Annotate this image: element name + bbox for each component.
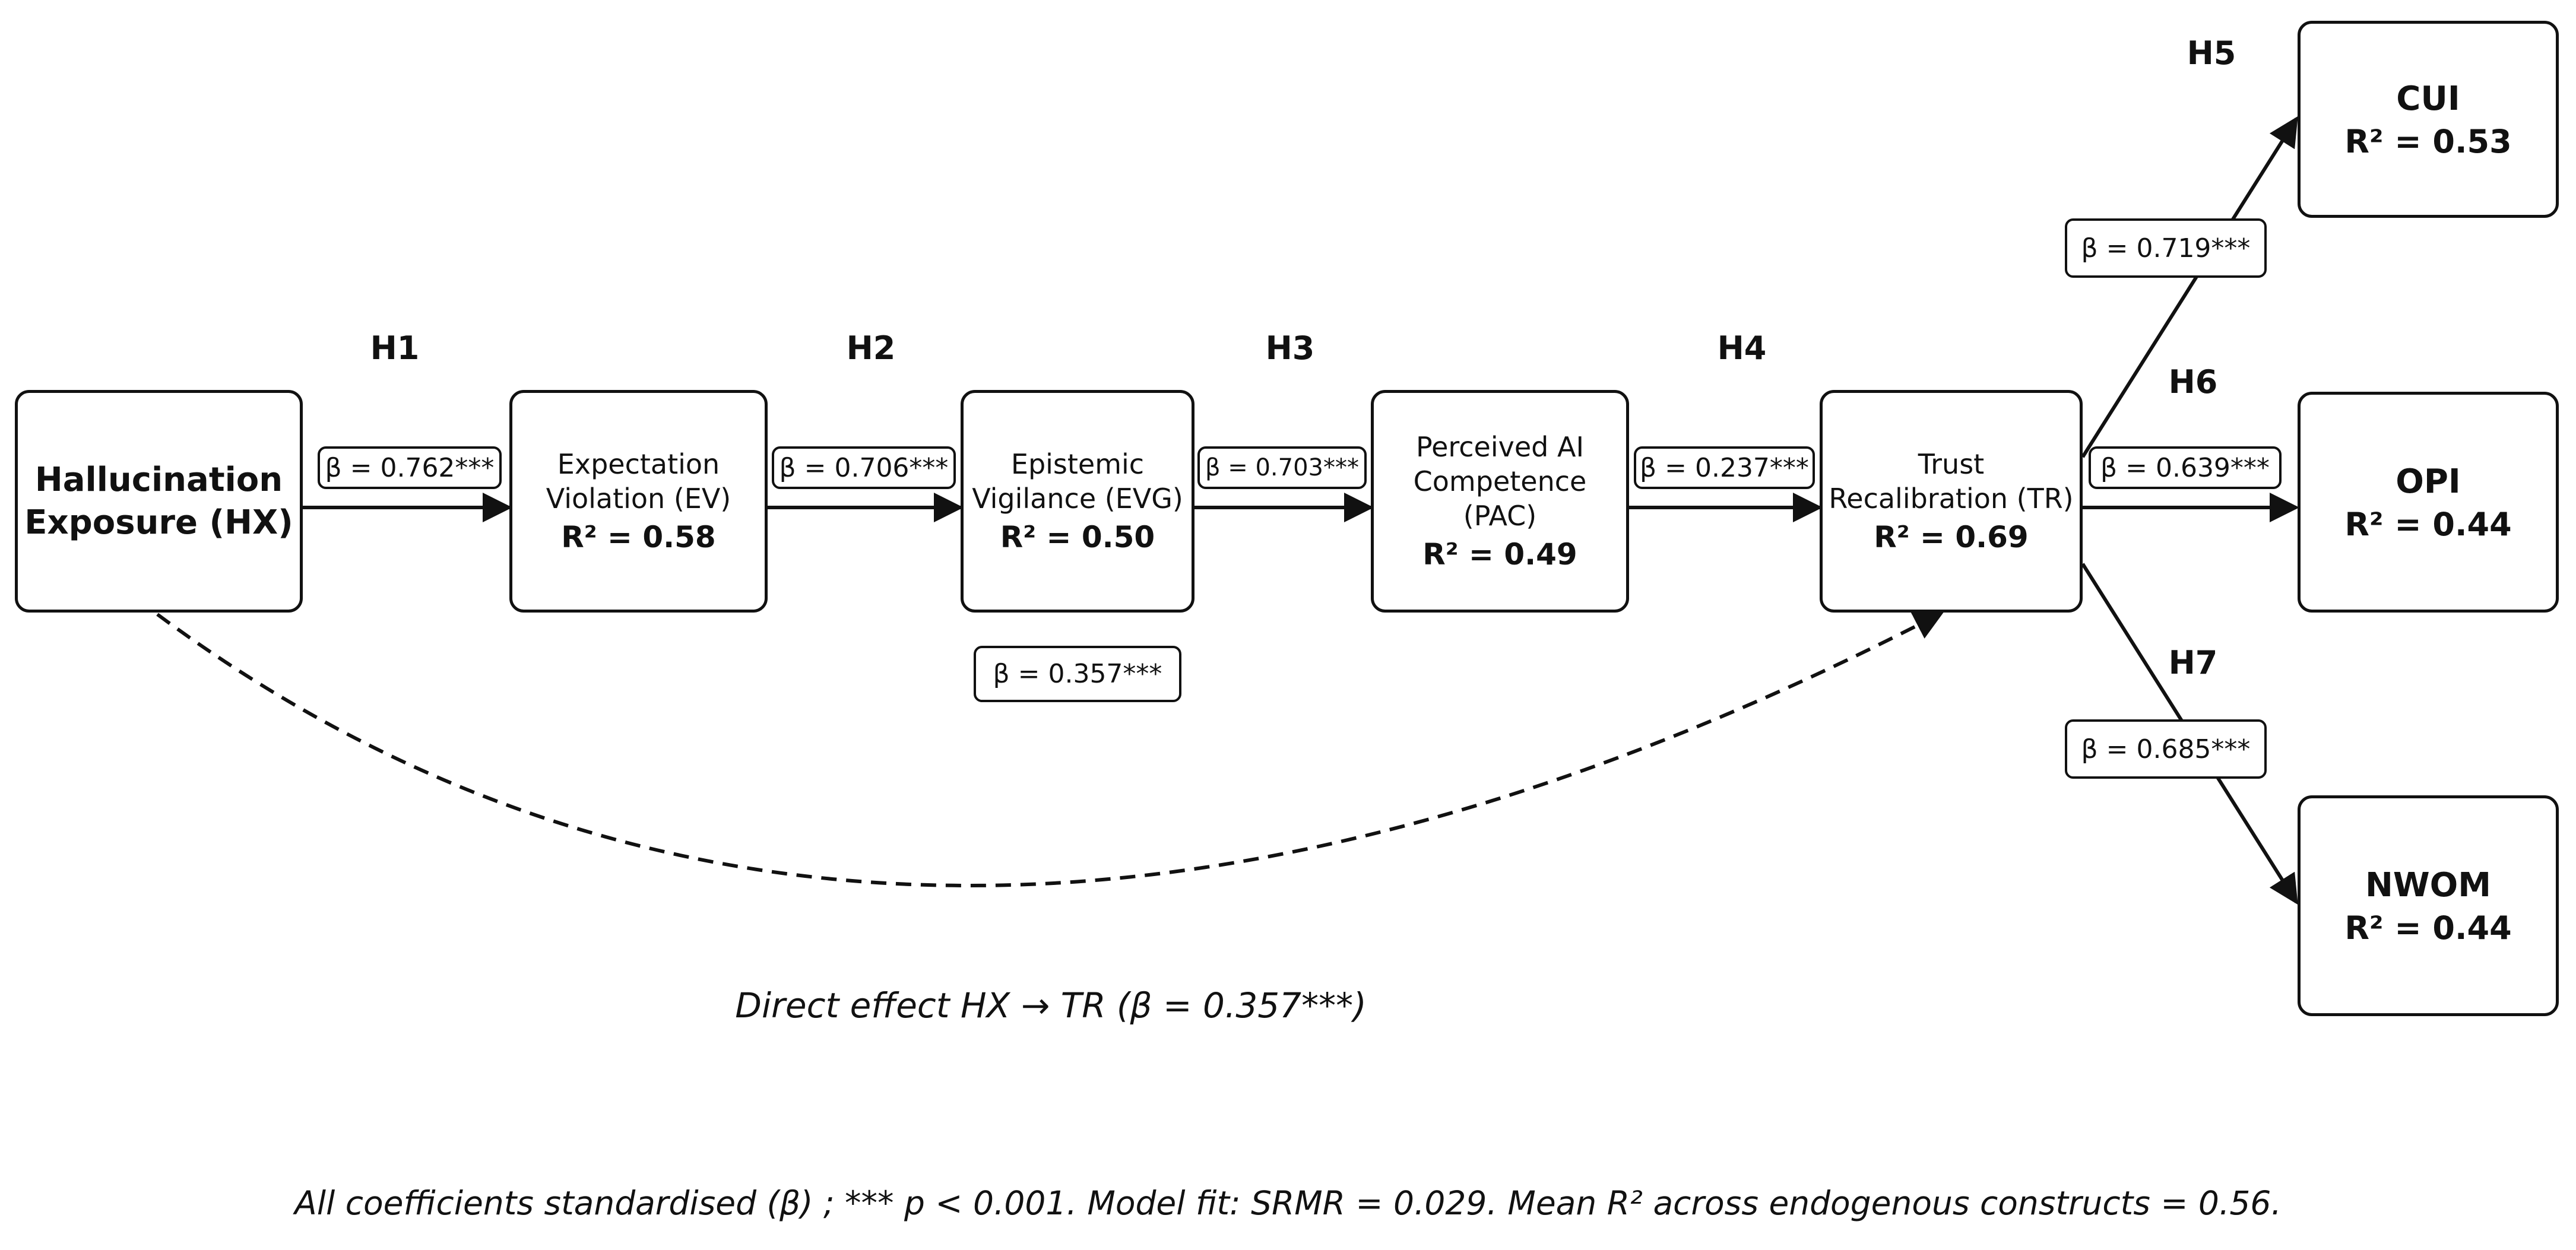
- node-ev-name-line2: Violation (EV): [546, 482, 731, 515]
- node-opi: OPI R² = 0.44: [2298, 392, 2559, 613]
- hypothesis-label-h3: H3: [1265, 329, 1315, 367]
- node-nwom-r2: R² = 0.44: [2344, 909, 2512, 947]
- node-hx: Hallucination Exposure (HX): [15, 390, 303, 613]
- coefficient-h1: β = 0.762***: [318, 446, 502, 489]
- node-hx-name-line2: Exposure (HX): [24, 503, 293, 542]
- hypothesis-label-h4: H4: [1717, 329, 1767, 367]
- node-evg-name-line2: Vigilance (EVG): [972, 482, 1183, 515]
- hypothesis-label-h7: H7: [2168, 644, 2218, 681]
- node-tr-name-line1: Trust: [1918, 448, 1985, 480]
- arrow-direct-hx-tr: [156, 611, 1944, 887]
- coefficient-h2: β = 0.706***: [772, 446, 956, 489]
- node-opi-r2: R² = 0.44: [2344, 506, 2512, 543]
- node-tr-r2: R² = 0.69: [1874, 519, 2029, 554]
- node-opi-name: OPI: [2396, 462, 2461, 501]
- node-cui: CUI R² = 0.53: [2298, 21, 2559, 218]
- node-tr-name-line2: Recalibration (TR): [1829, 482, 2074, 515]
- arrow-tr-cui: [2081, 116, 2298, 458]
- hypothesis-label-h5: H5: [2187, 34, 2236, 72]
- coefficient-h6: β = 0.639***: [2089, 446, 2282, 489]
- node-tr: Trust Recalibration (TR) R² = 0.69: [1820, 390, 2083, 613]
- node-ev-r2: R² = 0.58: [561, 519, 716, 554]
- node-ev-name-line1: Expectation: [557, 448, 720, 480]
- node-evg-name-line1: Epistemic: [1010, 448, 1145, 480]
- node-pac-r2: R² = 0.49: [1422, 537, 1577, 572]
- coefficient-direct: β = 0.357***: [974, 646, 1181, 702]
- coefficient-h3: β = 0.703***: [1197, 446, 1367, 489]
- footnote: All coefficients standardised (β) ; *** …: [294, 1184, 2282, 1222]
- coefficient-h5: β = 0.719***: [2065, 218, 2267, 278]
- node-nwom-name: NWOM: [2365, 866, 2491, 905]
- coefficient-h7: β = 0.685***: [2065, 719, 2267, 779]
- node-cui-r2: R² = 0.53: [2344, 123, 2512, 160]
- node-pac-name-line1: Perceived AI: [1415, 430, 1585, 463]
- node-evg-r2: R² = 0.50: [1000, 519, 1155, 554]
- hypothesis-label-h2: H2: [846, 329, 896, 367]
- node-evg: Epistemic Vigilance (EVG) R² = 0.50: [961, 390, 1194, 613]
- node-hx-name-line1: Hallucination: [34, 460, 283, 499]
- node-ev: Expectation Violation (EV) R² = 0.58: [509, 390, 768, 613]
- hypothesis-label-h6: H6: [2168, 363, 2218, 401]
- hypothesis-label-h1: H1: [370, 329, 420, 367]
- node-cui-name: CUI: [2396, 80, 2460, 118]
- direct-effect-caption: Direct effect HX → TR (β = 0.357***): [735, 985, 1367, 1026]
- node-pac-name-line2: Competence (PAC): [1413, 465, 1587, 532]
- node-pac: Perceived AI Competence (PAC) R² = 0.49: [1371, 390, 1629, 613]
- coefficient-h4: β = 0.237***: [1634, 446, 1815, 489]
- node-nwom: NWOM R² = 0.44: [2298, 795, 2559, 1016]
